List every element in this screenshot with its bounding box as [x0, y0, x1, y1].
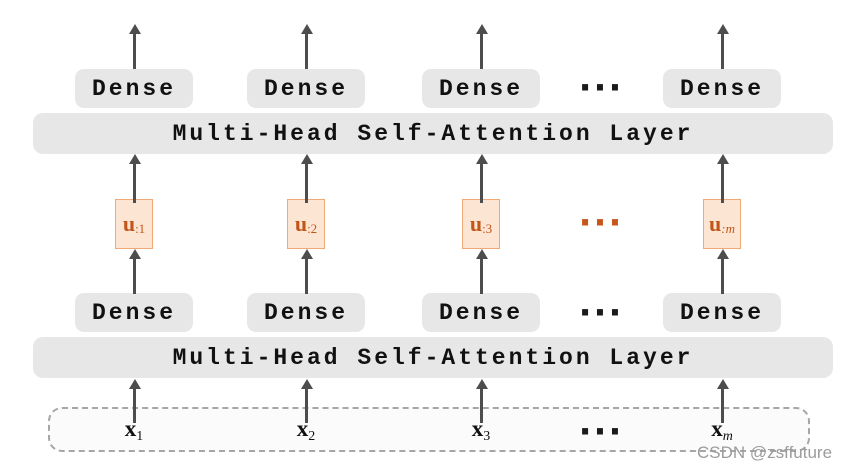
dense-to-u-arrow-icon-3	[475, 249, 488, 294]
u-vector-box-1: u:1	[115, 199, 153, 249]
ellipsis-dots-u-row: ···	[578, 203, 624, 243]
dense-label: Dense	[263, 299, 348, 326]
input-x-label-3: x3	[441, 416, 521, 446]
input-x-label-2: x2	[266, 416, 346, 446]
u-subscript: :m	[721, 221, 735, 236]
ellipsis-dots-dense-top: ···	[578, 68, 624, 108]
x-label: x	[124, 416, 137, 441]
u-arrow-icon-1	[128, 154, 141, 203]
x-subscript: 2	[308, 429, 316, 444]
watermark: CSDN @zsffuture	[697, 443, 833, 462]
dense-to-u-arrow-icon-1	[128, 249, 141, 294]
u-label: u	[469, 211, 483, 236]
ellipsis-dots-dense-bottom: ···	[578, 293, 624, 333]
dense-to-u-arrow-icon-4	[716, 249, 729, 294]
input-x-label-4: xm	[682, 416, 762, 446]
input-arrow-icon-2	[300, 379, 313, 423]
u-arrow-icon-2	[300, 154, 313, 203]
dense-label: Dense	[263, 75, 348, 102]
dense-box-bottom-1: Dense	[75, 293, 193, 332]
dense-label: Dense	[91, 299, 176, 326]
input-arrow-icon-1	[128, 379, 141, 423]
output-arrow-icon-3	[475, 24, 488, 69]
x-label: x	[711, 416, 723, 441]
dense-box-top-2: Dense	[247, 69, 365, 108]
u-subscript: :3	[482, 221, 493, 236]
dense-box-bottom-2: Dense	[247, 293, 365, 332]
u-subscript: :1	[135, 221, 146, 236]
multi-head-self-attention-layer-bottom: Multi-Head Self-Attention Layer	[33, 337, 833, 378]
dense-box-bottom-4: Dense	[663, 293, 781, 332]
u-arrow-icon-3	[475, 154, 488, 203]
dense-label: Dense	[679, 299, 764, 326]
input-x-label-1: x1	[94, 416, 174, 446]
x-subscript: 1	[136, 429, 144, 444]
x-label: x	[471, 416, 484, 441]
dense-label: Dense	[438, 75, 523, 102]
u-vector-box-3: u:3	[462, 199, 500, 249]
u-arrow-icon-4	[716, 154, 729, 203]
dense-box-bottom-3: Dense	[422, 293, 540, 332]
output-arrow-icon-4	[716, 24, 729, 69]
u-vector-box-4: u:m	[703, 199, 741, 249]
u-vector-box-2: u:2	[287, 199, 325, 249]
attention-layer-label: Multi-Head Self-Attention Layer	[172, 120, 694, 147]
x-subscript: m	[722, 429, 733, 444]
input-arrow-icon-4	[716, 379, 729, 423]
dense-to-u-arrow-icon-2	[300, 249, 313, 294]
dense-box-top-4: Dense	[663, 69, 781, 108]
dense-box-top-1: Dense	[75, 69, 193, 108]
input-sequence-container	[48, 407, 810, 452]
x-subscript: 3	[483, 429, 491, 444]
attention-layer-label: Multi-Head Self-Attention Layer	[172, 344, 694, 371]
dense-label: Dense	[679, 75, 764, 102]
u-label: u	[709, 211, 722, 236]
input-arrow-icon-3	[475, 379, 488, 423]
output-arrow-icon-1	[128, 24, 141, 69]
u-label: u	[294, 211, 308, 236]
dense-label: Dense	[438, 299, 523, 326]
output-arrow-icon-2	[300, 24, 313, 69]
ellipsis-dots-x-row: ···	[578, 412, 624, 452]
dense-label: Dense	[91, 75, 176, 102]
multi-head-self-attention-layer-top: Multi-Head Self-Attention Layer	[33, 113, 833, 154]
x-label: x	[296, 416, 309, 441]
dense-box-top-3: Dense	[422, 69, 540, 108]
u-subscript: :2	[307, 221, 318, 236]
u-label: u	[122, 211, 136, 236]
